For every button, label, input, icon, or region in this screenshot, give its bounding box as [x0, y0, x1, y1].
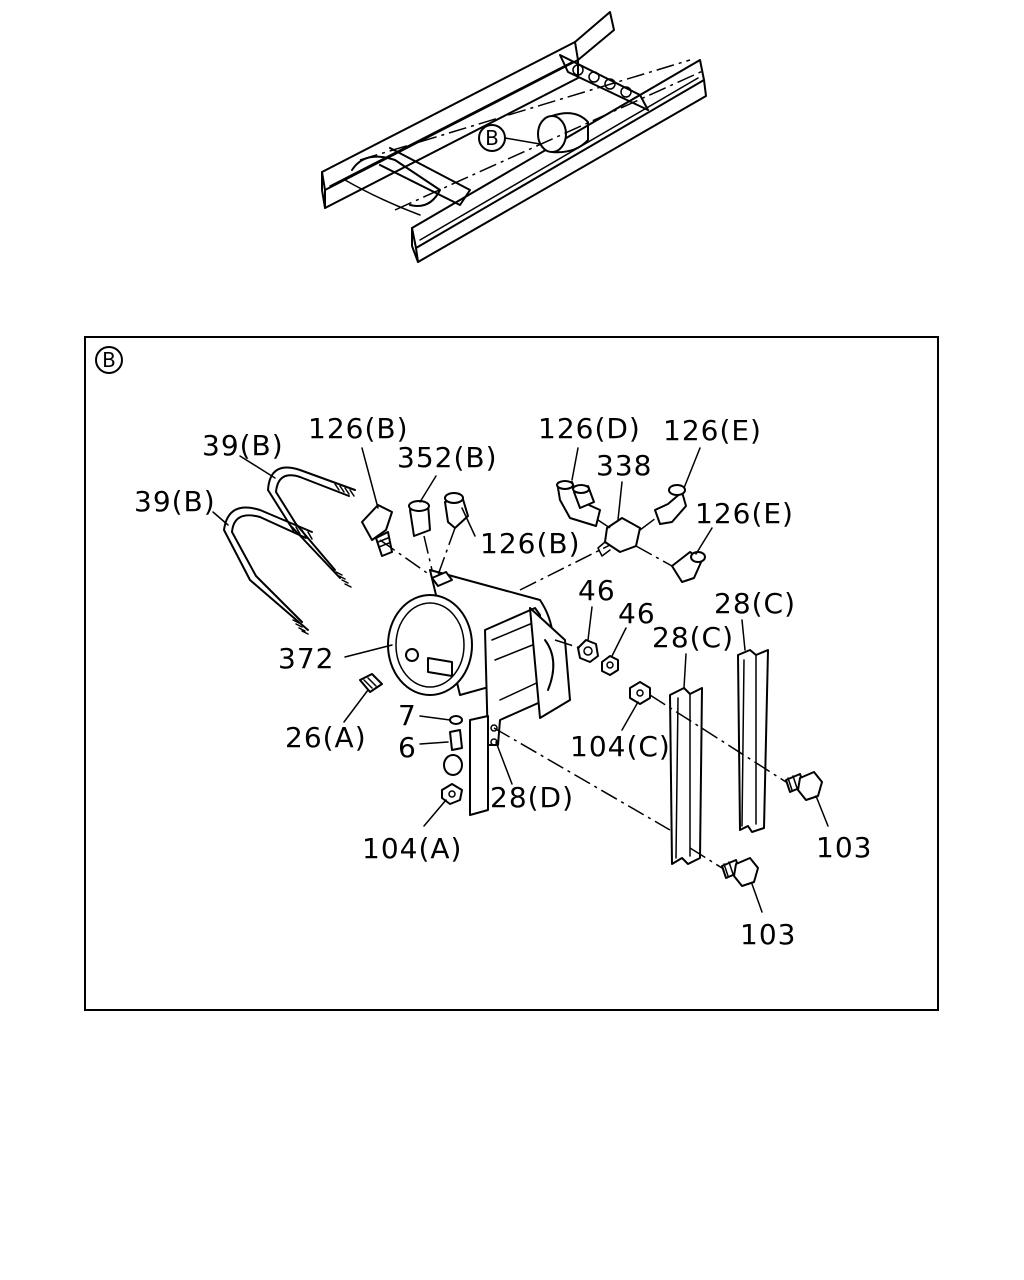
label-126b-left: 126(B) [308, 412, 409, 445]
label-338: 338 [596, 449, 652, 482]
fitting-352b [408, 500, 431, 537]
label-104c: 104(C) [570, 730, 671, 763]
fitting-126b-left [361, 504, 393, 557]
plug-26a [359, 673, 383, 693]
u-bolt-upper [267, 466, 356, 588]
svg-text:B: B [485, 126, 499, 150]
label-46-a: 46 [578, 574, 616, 607]
label-39b-upper: 39(B) [202, 429, 284, 462]
label-46-b: 46 [618, 597, 656, 630]
detail-callout-b: B [95, 346, 123, 374]
fitting-126d [556, 480, 601, 527]
label-104a: 104(A) [362, 832, 462, 865]
nut-46-a [577, 639, 599, 663]
label-7: 7 [398, 699, 417, 732]
label-126e-upper: 126(E) [663, 414, 762, 447]
washer-7 [449, 715, 463, 725]
detail-frame [84, 336, 939, 1011]
leader-lines [212, 447, 829, 913]
label-372: 372 [278, 642, 334, 675]
assembly-lines [379, 517, 787, 869]
channel-28c-front [669, 687, 703, 865]
u-bolt-lower [223, 506, 313, 635]
nut-46-b [601, 655, 619, 676]
label-39b-lower: 39(B) [134, 485, 216, 518]
channel-28c-rear [737, 649, 769, 833]
nut-104c [629, 681, 651, 705]
fitting-126e-upper [654, 484, 687, 525]
label-126b-right: 126(B) [480, 527, 581, 560]
label-26a: 26(A) [285, 721, 367, 754]
bolt-103-upper [785, 771, 823, 801]
label-103-upper: 103 [816, 831, 872, 864]
label-352b: 352(B) [397, 441, 498, 474]
svg-text:B: B [102, 348, 116, 372]
label-126e-lower: 126(E) [695, 497, 794, 530]
label-28c-front: 28(C) [652, 621, 734, 654]
label-28c-rear: 28(C) [714, 587, 796, 620]
bolt-103-lower [721, 857, 759, 887]
label-28d: 28(D) [490, 781, 574, 814]
chassis-frame-overview [321, 11, 707, 263]
drain-valve-6 [443, 729, 463, 776]
label-103-lower: 103 [740, 918, 796, 951]
overview-callout-b: B [478, 124, 541, 152]
label-126d: 126(D) [538, 412, 641, 445]
nut-104a [441, 783, 463, 805]
part-labels: 39(B) 39(B) 126(B) 352(B) 126(B) 126(D) … [134, 412, 872, 951]
fitting-126e-lower [671, 551, 706, 583]
label-6: 6 [398, 731, 417, 764]
tank-bracket [469, 607, 571, 816]
fitting-126b-right [444, 492, 469, 529]
